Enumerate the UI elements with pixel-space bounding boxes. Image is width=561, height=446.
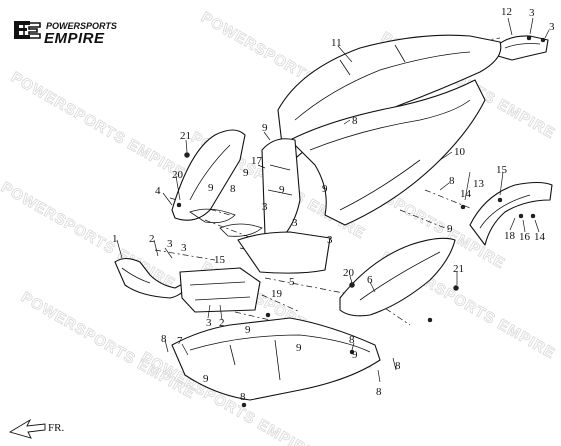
callout-1: 1	[112, 233, 118, 245]
callout-labels: 12 3 3 11 21 9 8 17 9 10 20 4 9 8 9 9 8 …	[112, 6, 555, 403]
callout-10: 10	[454, 146, 466, 158]
callout-18: 18	[504, 230, 516, 242]
part-5-lower-frame-cover	[237, 231, 331, 274]
callout-9: 9	[243, 167, 249, 179]
part-4-front-inner-cover	[171, 129, 246, 221]
screw-icon	[349, 282, 355, 288]
callout-9: 9	[203, 373, 209, 385]
callout-3: 3	[327, 234, 333, 246]
callout-8: 8	[352, 115, 358, 127]
callout-12: 12	[501, 6, 512, 18]
callout-20: 20	[343, 267, 355, 279]
brand-logo: POWERSPORTS EMPIRE	[14, 21, 117, 47]
front-direction-arrow: FR.	[8, 418, 64, 439]
callout-9: 9	[279, 184, 285, 196]
part-7-floor-board	[171, 317, 381, 401]
callout-14: 14	[460, 188, 472, 200]
callout-13: 13	[473, 178, 485, 190]
callout-2: 2	[219, 317, 225, 329]
callout-20: 20	[172, 169, 184, 181]
callout-3: 3	[292, 217, 298, 229]
callout-9: 9	[208, 182, 214, 194]
callout-7: 7	[177, 335, 183, 347]
callout-15: 15	[496, 164, 508, 176]
callout-9: 9	[245, 324, 251, 336]
part-12-rear-piece	[497, 35, 549, 61]
callout-2: 2	[149, 233, 155, 245]
callout-3: 3	[167, 238, 173, 250]
screw-icon	[540, 37, 546, 43]
callout-3: 3	[549, 21, 555, 33]
brand-line2: EMPIRE	[44, 30, 105, 47]
callout-9: 9	[352, 349, 358, 361]
screw-icon	[427, 317, 433, 323]
callout-8: 8	[395, 360, 401, 372]
screw-icon	[530, 213, 536, 219]
callout-3: 3	[262, 201, 268, 213]
callout-9: 9	[447, 223, 453, 235]
brand-emblem-icon	[14, 21, 41, 39]
callout-9: 9	[296, 342, 302, 354]
watermark-text: POWERSPORTS EMPIRE	[8, 69, 188, 183]
callout-5: 5	[289, 276, 295, 288]
inner-panel	[261, 138, 301, 241]
screw-icon	[265, 312, 271, 318]
screw-icon	[497, 197, 503, 203]
part-2-centre-bracket	[179, 267, 261, 313]
callout-8: 8	[230, 183, 236, 195]
screw-icon	[176, 202, 182, 208]
callout-14: 14	[534, 231, 546, 243]
callout-3: 3	[206, 317, 212, 329]
callout-8: 8	[240, 391, 246, 403]
callout-17: 17	[251, 155, 263, 167]
part-10-body-side-cover	[289, 79, 486, 226]
screw-icon	[526, 35, 532, 41]
callout-21: 21	[453, 263, 464, 275]
callout-4: 4	[155, 185, 161, 197]
callout-3: 3	[181, 242, 187, 254]
part-13-rear-fender	[469, 181, 553, 246]
part-6-right-lower-cover	[339, 237, 456, 317]
brand-line1: POWERSPORTS	[46, 21, 117, 31]
callout-8: 8	[376, 386, 382, 398]
callout-16: 16	[519, 231, 531, 243]
callout-3: 3	[529, 7, 535, 19]
screw-icon	[241, 402, 247, 408]
leader-lines	[116, 17, 550, 383]
watermark-text: POWERSPORTS EMPIRE	[18, 289, 198, 403]
callout-15: 15	[214, 254, 226, 266]
screw-icon	[184, 152, 190, 158]
screw-icon	[453, 285, 459, 291]
callout-8: 8	[161, 333, 167, 345]
callout-8: 8	[349, 334, 355, 346]
callout-6: 6	[367, 274, 373, 286]
front-direction-label: FR.	[48, 422, 64, 434]
arrow-icon	[8, 418, 46, 439]
hardware	[176, 35, 546, 408]
callout-9: 9	[262, 122, 268, 134]
callout-21: 21	[180, 130, 191, 142]
screw-icon	[518, 213, 524, 219]
callout-8: 8	[449, 175, 455, 187]
callout-19: 19	[271, 288, 283, 300]
screw-icon	[460, 204, 466, 210]
decal-pieces	[189, 208, 263, 237]
callout-11: 11	[331, 37, 342, 49]
callout-9: 9	[322, 183, 328, 195]
